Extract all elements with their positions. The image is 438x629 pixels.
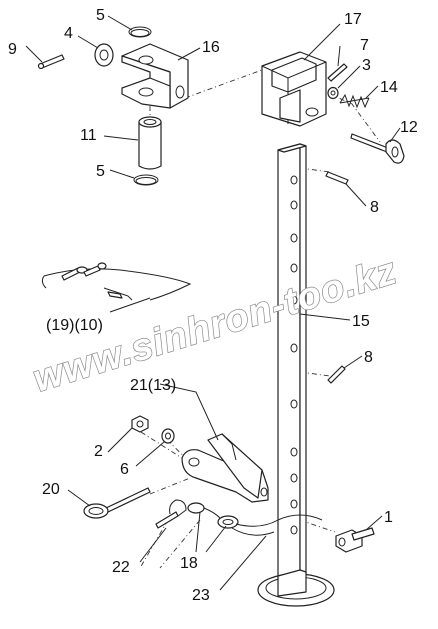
part-4-washer — [94, 43, 114, 67]
callout-23: 23 — [192, 587, 210, 604]
part-8-pin-upper — [325, 171, 349, 185]
callout-5-top: 5 — [96, 7, 105, 24]
part-21-13-clamp — [181, 433, 269, 503]
callout-6: 6 — [120, 461, 129, 478]
callout-14: 14 — [380, 79, 398, 96]
callout-labels: 9 4 5 16 17 7 3 14 12 11 5 8 15 8 (19)(1… — [8, 7, 418, 604]
part-5-ring-bottom — [133, 174, 159, 186]
part-5-ring-top — [128, 26, 152, 38]
part-8-pin-lower — [327, 365, 346, 384]
part-16-bracket — [121, 43, 189, 109]
callout-2: 2 — [94, 443, 103, 460]
callout-21-13: 21(13) — [130, 377, 176, 394]
part-22-18-clip-pin — [155, 499, 323, 536]
callout-17: 17 — [344, 11, 362, 28]
part-9-pin — [37, 54, 65, 70]
callout-12: 12 — [400, 119, 418, 136]
part-14-spring — [339, 93, 370, 109]
part-23-foot-plate — [257, 569, 335, 607]
callout-19-10: (19)(10) — [46, 317, 103, 334]
part-17-clamp — [261, 51, 327, 127]
part-12-handle-pin — [350, 133, 405, 164]
leader-lines — [25, 15, 401, 591]
part-11-sleeve — [138, 116, 162, 170]
callout-5-bottom: 5 — [96, 163, 105, 180]
callout-8-upper: 8 — [370, 199, 379, 216]
callout-11: 11 — [80, 127, 97, 144]
callout-8-lower: 8 — [364, 349, 373, 366]
callout-20: 20 — [42, 481, 60, 498]
part-1-bolt — [335, 527, 375, 553]
callout-18: 18 — [180, 555, 198, 572]
callout-7: 7 — [360, 37, 369, 54]
callout-3: 3 — [362, 57, 371, 74]
part-7-pin — [327, 63, 348, 82]
callout-4: 4 — [64, 25, 73, 42]
callout-16: 16 — [202, 39, 220, 56]
part-15-post — [277, 143, 307, 591]
part-20-eye-bolt — [83, 487, 151, 519]
callout-15: 15 — [352, 313, 370, 330]
callout-1: 1 — [384, 509, 393, 526]
part-6-washer — [161, 428, 175, 444]
callout-9: 9 — [8, 41, 17, 58]
part-2-nut — [131, 415, 149, 433]
callout-22: 22 — [112, 559, 130, 576]
part-3-washer — [327, 86, 339, 100]
part-19-10-cable-keys — [41, 262, 192, 301]
